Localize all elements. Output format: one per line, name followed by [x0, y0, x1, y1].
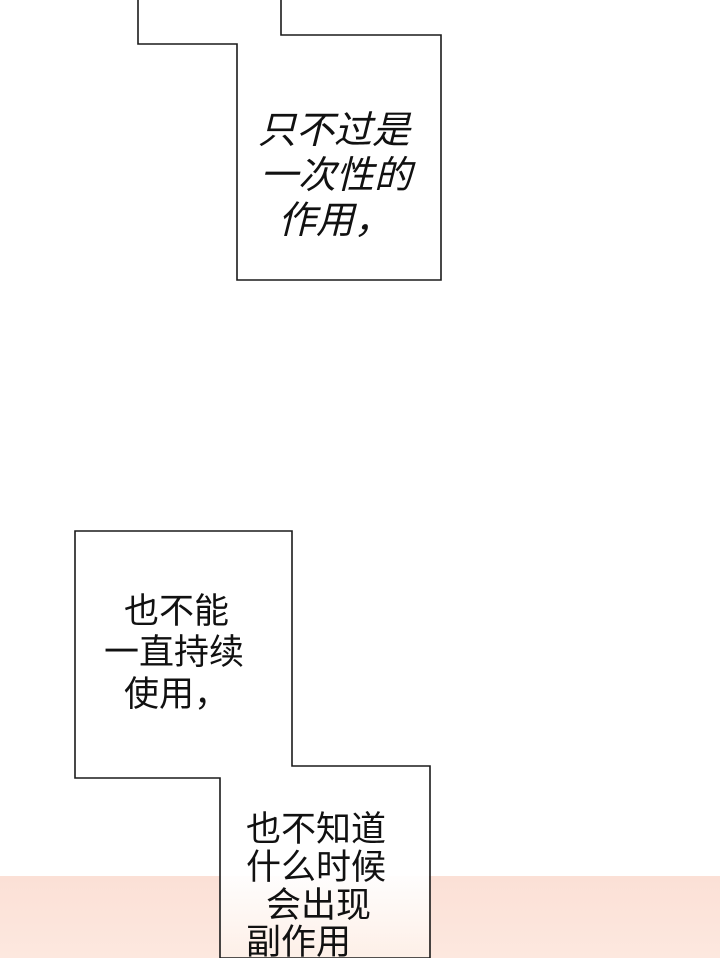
caption-2-line-2: 一直持续 [104, 633, 245, 674]
caption-box-1-outline [137, 0, 442, 281]
caption-1-line-1: 只不过是 [258, 108, 411, 152]
caption-3-line-4: 副作用 [246, 923, 352, 963]
caption-3-line-3: 会出现 [266, 885, 372, 926]
caption-1-line-3: 作用， [278, 197, 393, 242]
caption-2-line-3: 使用， [124, 674, 230, 715]
caption-1-line-2: 一次性的 [260, 152, 413, 197]
caption-2-line-1: 也不能 [124, 592, 230, 632]
caption-box-2-outline [74, 530, 431, 958]
caption-2: 也不能 一直持续 使用， [104, 592, 244, 716]
caption-1: 只不过是 一次性的 作用， [258, 108, 412, 242]
caption-3: 也不知道 什么时候 会出现 副作用 [246, 810, 387, 963]
caption-box-3-fill [220, 876, 429, 958]
caption-3-line-1: 也不知道 [246, 810, 387, 850]
caption-3-line-2: 什么时候 [246, 847, 387, 888]
